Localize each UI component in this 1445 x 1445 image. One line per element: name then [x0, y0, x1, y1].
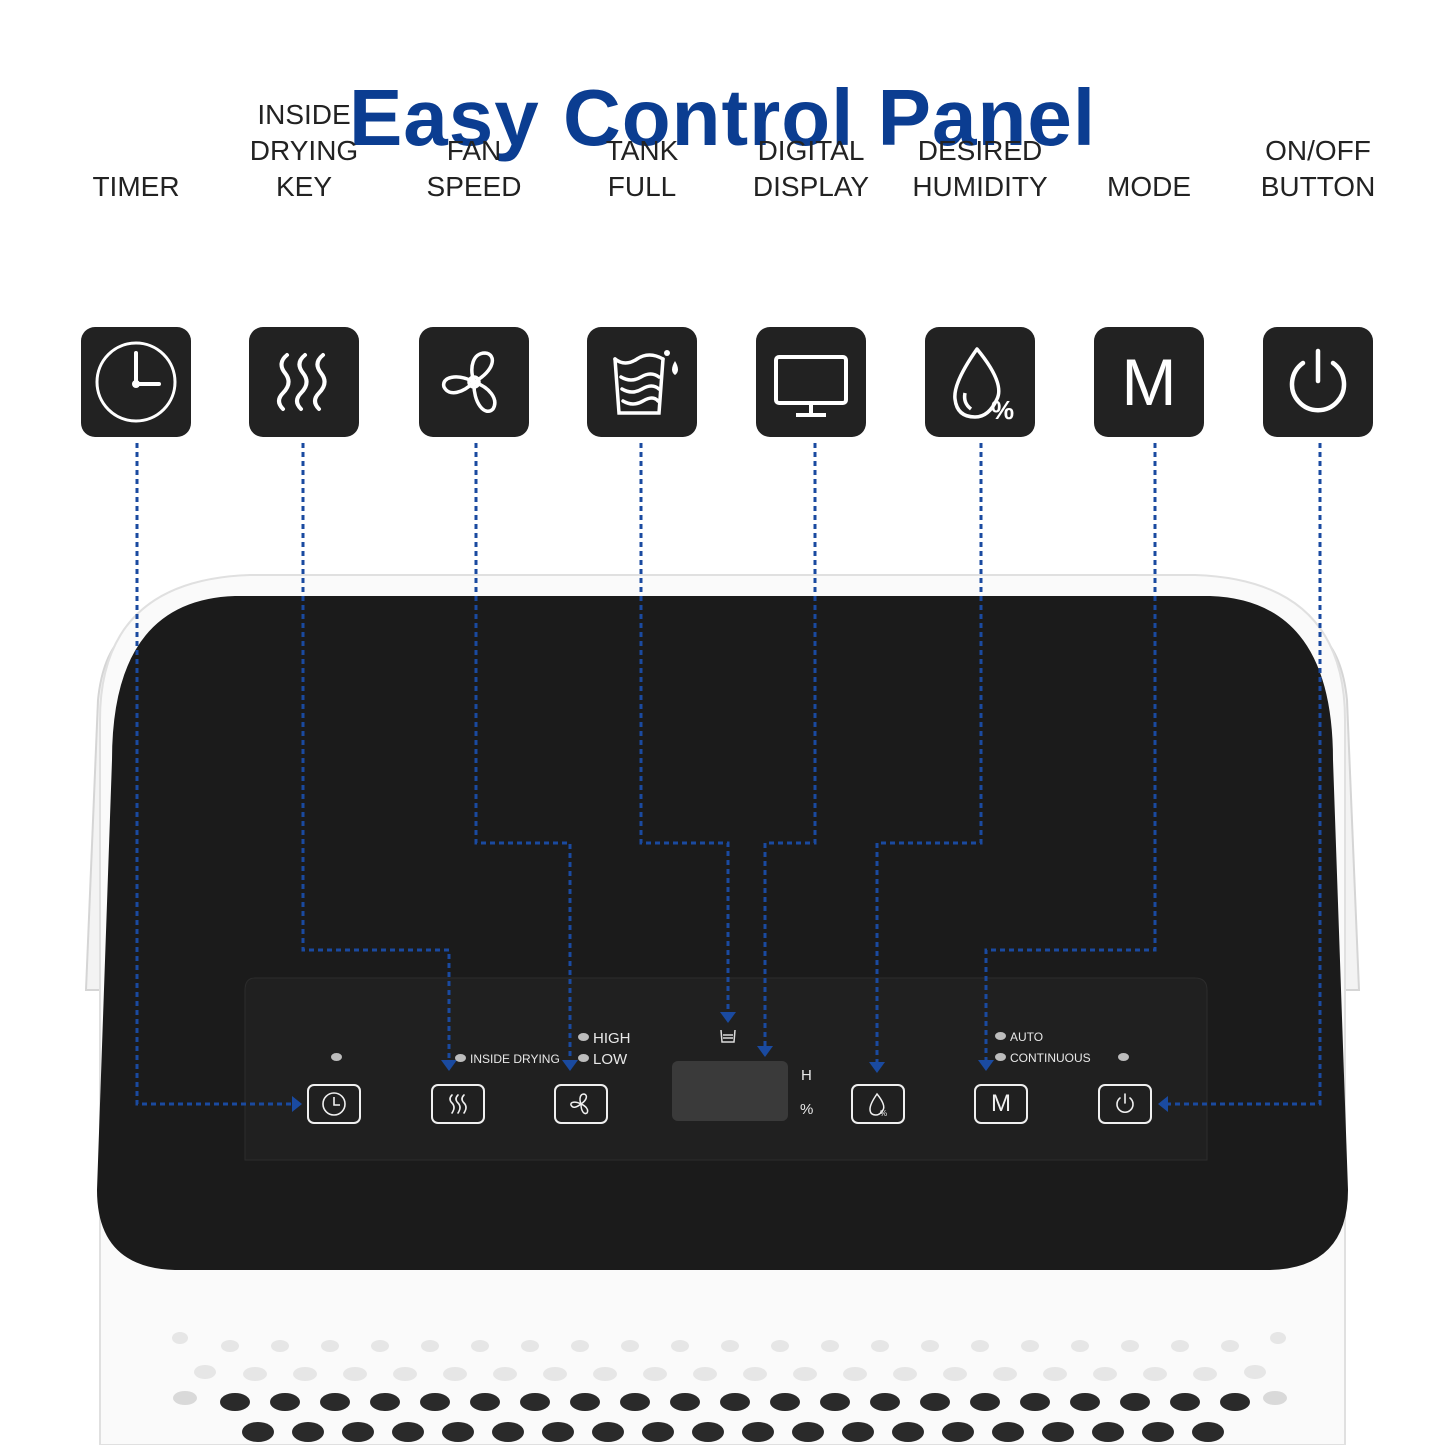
key-label-tank-full: TANK FULL: [605, 135, 679, 202]
panel-inside-drying-button[interactable]: [431, 1084, 485, 1124]
panel-inside-drying-label: INSIDE DRYING: [470, 1052, 560, 1066]
humidity-drop-icon: %: [953, 347, 1014, 425]
key-label-power: ON/OFF BUTTON: [1260, 135, 1376, 202]
tile-desired-humidity: %: [925, 327, 1035, 437]
panel-high-label: HIGH: [593, 1030, 631, 1047]
fan-low-led: [578, 1054, 589, 1062]
key-label-fan-speed: FAN SPEED: [426, 135, 522, 202]
panel-humidity-button[interactable]: %: [851, 1084, 905, 1124]
power-icon: [1116, 1093, 1134, 1113]
panel-auto-label: AUTO: [1010, 1030, 1044, 1044]
mode-m-icon: M: [1121, 345, 1177, 419]
heat-waves-icon: [449, 1094, 467, 1114]
tile-power: [1263, 327, 1373, 437]
panel-unit-percent: %: [800, 1101, 814, 1118]
key-label-desired-humidity: DESIRED HUMIDITY: [912, 135, 1048, 202]
fan-high-led: [578, 1033, 589, 1041]
panel-mode-button[interactable]: M: [974, 1084, 1028, 1124]
svg-text:%: %: [991, 395, 1014, 425]
digital-display-screen: [672, 1061, 788, 1121]
key-label-mode: MODE: [1107, 171, 1191, 202]
water-tank-icon: [613, 350, 678, 415]
tile-mode: M: [1094, 327, 1204, 437]
humidity-drop-icon: %: [869, 1092, 887, 1118]
clock-icon: [95, 341, 177, 423]
inside-drying-led: [455, 1054, 466, 1062]
power-led: [1118, 1053, 1129, 1061]
tile-tank-full: [587, 327, 697, 437]
auto-led: [995, 1032, 1006, 1040]
timer-led: [331, 1053, 342, 1061]
key-label-inside-drying: INSIDE DRYING KEY: [249, 99, 359, 202]
panel-continuous-label: CONTINUOUS: [1010, 1051, 1091, 1065]
page-title: Easy Control Panel: [348, 73, 1097, 162]
panel-low-label: LOW: [593, 1051, 628, 1068]
clock-icon: [322, 1092, 346, 1116]
panel-unit-h: H: [801, 1067, 812, 1084]
key-label-digital-display: DIGITAL DISPLAY: [752, 135, 870, 202]
mode-m-icon: M: [991, 1090, 1011, 1117]
tile-inside-drying: [249, 327, 359, 437]
tile-digital-display: [756, 327, 866, 437]
leader-lines: [135, 443, 1322, 1106]
heat-waves-icon: [277, 353, 327, 411]
continuous-led: [995, 1053, 1006, 1061]
panel-power-button[interactable]: [1098, 1084, 1152, 1124]
tile-timer: [81, 327, 191, 437]
tile-fan-speed: [419, 327, 529, 437]
fan-icon: [570, 1093, 589, 1115]
panel-fan-speed-button[interactable]: [554, 1084, 608, 1124]
fan-icon: [441, 351, 497, 413]
power-icon: [1289, 348, 1347, 413]
monitor-icon: [774, 355, 848, 417]
panel-timer-button[interactable]: [307, 1084, 361, 1124]
key-label-timer: TIMER: [92, 171, 180, 202]
svg-text:%: %: [880, 1109, 887, 1118]
